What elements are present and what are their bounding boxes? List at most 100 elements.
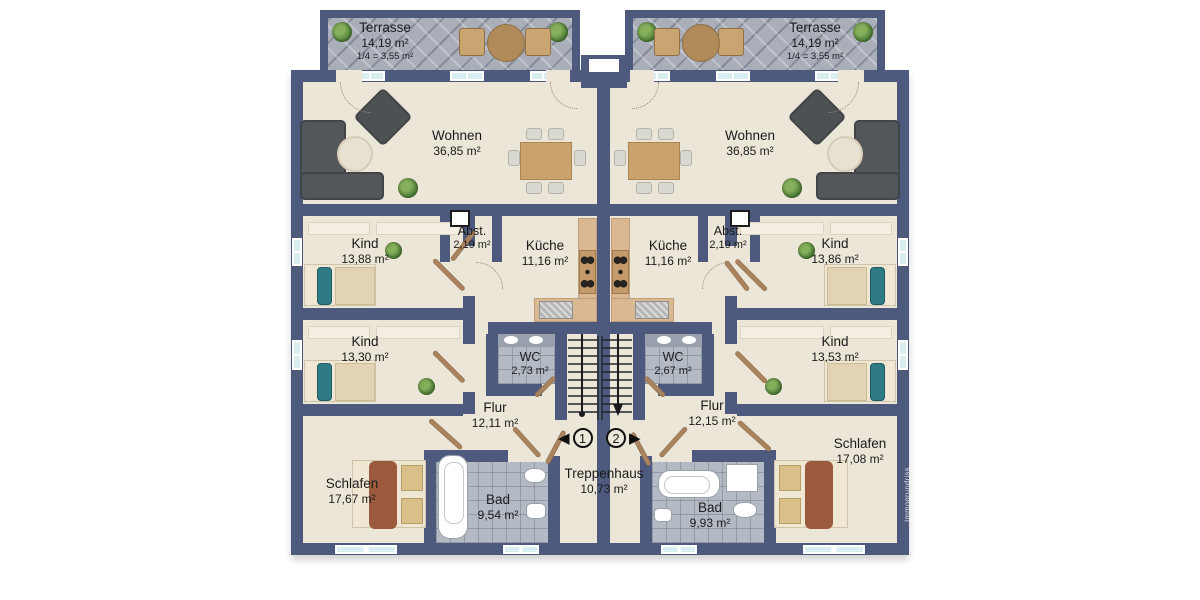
terrace-table bbox=[487, 24, 525, 62]
wall bbox=[424, 450, 436, 543]
window bbox=[335, 545, 397, 554]
room-area: 13,30 m² bbox=[341, 350, 389, 365]
wall bbox=[702, 334, 714, 384]
room-label-wc-left: WC 2,73 m² bbox=[502, 350, 558, 379]
bed-pillow bbox=[401, 498, 423, 524]
window bbox=[292, 340, 302, 370]
room-name: Kind bbox=[351, 334, 379, 349]
bed bbox=[304, 264, 376, 306]
room-area: 11,16 m² bbox=[521, 254, 569, 269]
door-opening bbox=[630, 70, 654, 82]
wall bbox=[698, 216, 708, 262]
terrace-chair bbox=[718, 28, 744, 56]
window bbox=[898, 238, 908, 266]
wall bbox=[486, 334, 498, 384]
room-label-schlafen-right: Schlafen 17,08 m² bbox=[808, 436, 912, 467]
room-label-wc-right: WC 2,67 m² bbox=[645, 350, 701, 379]
room-name: Küche bbox=[648, 238, 688, 253]
wall bbox=[548, 456, 560, 543]
window bbox=[292, 238, 302, 266]
wall bbox=[725, 392, 737, 414]
dining-chair bbox=[636, 128, 652, 140]
room-label-treppenhaus: Treppenhaus 10,73 m² bbox=[540, 466, 668, 497]
room-name: WC bbox=[519, 350, 541, 364]
room-label-schlafen-left: Schlafen 17,67 m² bbox=[300, 476, 404, 507]
room-label-abst-left: Abst. 2,19 m² bbox=[444, 224, 500, 253]
room-label-wohnen-right: Wohnen 36,85 m² bbox=[685, 128, 815, 159]
shelf bbox=[830, 222, 892, 235]
party-wall bbox=[597, 82, 610, 543]
room-name: Terrasse bbox=[359, 20, 411, 35]
room-label-wohnen-left: Wohnen 36,85 m² bbox=[392, 128, 522, 159]
door-opening bbox=[546, 70, 570, 82]
window bbox=[803, 545, 865, 554]
bed bbox=[824, 264, 896, 306]
room-name: Bad bbox=[697, 500, 723, 515]
window bbox=[503, 545, 539, 554]
window bbox=[716, 71, 750, 81]
sink-icon bbox=[654, 508, 672, 522]
stairs-icon bbox=[568, 334, 632, 420]
dining-chair bbox=[658, 128, 674, 140]
wall bbox=[463, 296, 475, 344]
room-label-abst-right: Abst. 2,19 m² bbox=[700, 224, 756, 253]
dining-chair bbox=[614, 150, 626, 166]
kitchen-sink-icon bbox=[635, 301, 669, 319]
door-opening bbox=[336, 70, 362, 82]
terrace-chair bbox=[525, 28, 551, 56]
shower-icon bbox=[726, 464, 758, 492]
wall bbox=[640, 456, 652, 543]
room-label-bad-left: Bad 9,54 m² bbox=[460, 492, 536, 523]
bed-mattress bbox=[335, 267, 375, 305]
dining-chair bbox=[548, 128, 564, 140]
round-rug bbox=[337, 136, 373, 172]
bed-pillow bbox=[779, 465, 801, 491]
room-name: Kind bbox=[821, 334, 849, 349]
washing-machine-icon bbox=[730, 210, 750, 227]
plant-icon bbox=[418, 378, 435, 395]
shelf bbox=[376, 222, 460, 235]
toilet-icon bbox=[524, 468, 546, 483]
room-area: 17,08 m² bbox=[836, 452, 884, 467]
dining-chair bbox=[680, 150, 692, 166]
shelf bbox=[740, 326, 824, 339]
arrow-right-icon: ▶ bbox=[629, 429, 641, 447]
shelf bbox=[830, 326, 892, 339]
bed-mattress bbox=[827, 267, 867, 305]
wall bbox=[633, 322, 645, 420]
window bbox=[589, 59, 619, 72]
sink-icon bbox=[503, 335, 519, 345]
entrance-marker-unit-2: 2 ▶ bbox=[606, 428, 641, 448]
wall bbox=[572, 10, 580, 72]
room-name: Schlafen bbox=[325, 476, 379, 491]
shelf bbox=[308, 222, 370, 235]
plant-icon bbox=[398, 178, 418, 198]
room-area: 13,86 m² bbox=[811, 252, 859, 267]
window bbox=[898, 340, 908, 370]
room-area: 14,19 m² bbox=[361, 36, 409, 51]
room-label-bad-right: Bad 9,93 m² bbox=[672, 500, 748, 531]
plant-icon bbox=[782, 178, 802, 198]
room-name: Kind bbox=[821, 236, 849, 251]
bed-pillow bbox=[317, 363, 332, 401]
room-label-terrasse-right: Terrasse 14,19 m² 1/4 = 3,55 m² bbox=[750, 20, 880, 63]
entrance-marker-unit-1: ◀ 1 bbox=[558, 428, 593, 448]
wall bbox=[303, 308, 463, 320]
wall bbox=[692, 450, 776, 462]
room-area: 12,15 m² bbox=[688, 414, 736, 429]
plant-icon bbox=[385, 242, 402, 259]
wall bbox=[877, 10, 885, 72]
wall bbox=[737, 404, 897, 416]
room-area: 9,54 m² bbox=[477, 508, 519, 523]
plant-icon bbox=[332, 22, 352, 42]
room-name: Treppenhaus bbox=[564, 466, 644, 481]
room-name: Flur bbox=[483, 400, 507, 415]
dining-chair bbox=[548, 182, 564, 194]
sofa bbox=[300, 172, 384, 200]
bed-blanket bbox=[805, 461, 833, 529]
room-label-kueche-left: Küche 11,16 m² bbox=[505, 238, 585, 269]
room-name: WC bbox=[662, 350, 684, 364]
room-area: 36,85 m² bbox=[433, 144, 481, 159]
plant-icon bbox=[637, 22, 657, 42]
